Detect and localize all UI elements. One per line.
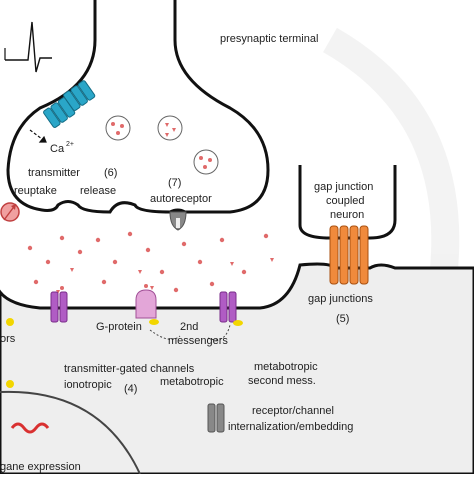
messengers-label: messengers [168, 335, 228, 347]
ca-superscript: 2+ [66, 141, 74, 148]
transmitter-label: transmitter [28, 167, 80, 179]
action-potential-trace [5, 21, 52, 73]
metabotropic-label: metabotropic [160, 376, 224, 388]
gap-junction-coupled-label-2: coupled [326, 195, 365, 207]
calcium-channel-icon [63, 80, 96, 111]
gap-junction-icon [329, 225, 369, 285]
ca-label: Ca [50, 143, 65, 155]
ionotropic-label: ionotropic [64, 379, 112, 391]
num4-label: (4) [124, 383, 137, 395]
gap-junctions-number: (5) [336, 313, 349, 325]
receptor-channel-label-2: internalization/embedding [228, 421, 353, 433]
receptor-channel-label-1: receptor/channel [252, 405, 334, 417]
autoreceptor-number: (7) [168, 177, 181, 189]
presynaptic-membrane [6, 0, 270, 214]
receptors-label-partial: ors [0, 333, 16, 345]
transmitter-number: (6) [104, 167, 117, 179]
neurotransmitter-molecules [27, 231, 274, 294]
reuptake-label: reuptake [14, 185, 57, 197]
vesicle [105, 115, 131, 141]
gpcr-icon [135, 284, 159, 325]
calcium-arrow [29, 129, 47, 143]
ionotropic-receptor-icon [50, 286, 68, 323]
metabotropic-second-label-1: metabotropic [254, 361, 318, 373]
dna-icon [10, 422, 50, 434]
internalization-receptor-icon [207, 403, 225, 433]
metabotropic-channel-icon [219, 291, 243, 326]
vesicle [193, 149, 219, 175]
metabotropic-second-label-2: second mess. [248, 375, 316, 387]
gap-junctions-label: gap junctions [308, 293, 373, 305]
gap-junction-coupled-label: gap junction [314, 181, 373, 193]
g-protein-label: G-protein [96, 321, 142, 333]
autoreceptor-label: autoreceptor [150, 193, 212, 205]
release-label: release [80, 185, 116, 197]
signal-dot [6, 318, 14, 326]
vesicle [157, 115, 183, 141]
gene-expression-label: gane expression [0, 461, 81, 473]
autoreceptor-icon [169, 211, 187, 231]
signal-dot [6, 380, 14, 388]
gap-junction-coupled-label-3: neuron [330, 209, 364, 221]
postsynaptic-membrane [0, 262, 474, 476]
transmitter-gated-label: transmitter-gated channels [64, 363, 195, 375]
presynaptic-terminal-label: presynaptic terminal [220, 33, 318, 45]
reuptake-transporter-icon [0, 202, 20, 222]
nucleus-membrane [0, 390, 141, 475]
second-label: 2nd [180, 321, 198, 333]
